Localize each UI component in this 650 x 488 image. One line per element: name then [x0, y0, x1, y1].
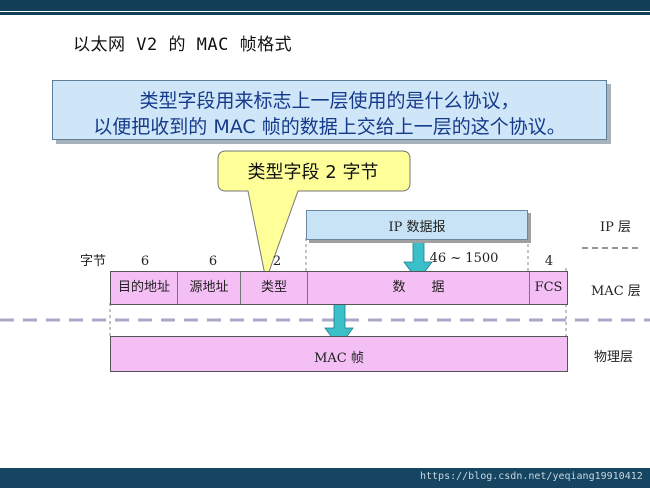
field-data: 数 据 [308, 272, 530, 304]
field-dest-address: 目的地址 [111, 272, 178, 304]
info-box: 类型字段用来标志上一层使用的是什么协议， 以便把收到的 MAC 帧的数据上交给上… [52, 80, 607, 140]
mac-frame-label: MAC 帧 [314, 351, 364, 366]
layer-label-mac: MAC 层 [591, 284, 641, 299]
header-bar-thin [0, 12, 650, 15]
mac-frame-box [110, 336, 568, 372]
layer-label-ip: IP 层 [600, 220, 632, 235]
size-src: 6 [208, 254, 218, 269]
layer-label-physical: 物理层 [594, 350, 634, 365]
info-line-1: 类型字段用来标志上一层使用的是什么协议， [139, 90, 520, 112]
field-type: 类型 [241, 272, 308, 304]
diagram-graphics [0, 150, 650, 348]
size-type: 2 [272, 254, 282, 269]
size-dest: 6 [140, 254, 150, 269]
ip-datagram-box [306, 210, 528, 240]
ip-datagram-label: IP 数据报 [388, 220, 446, 235]
field-fcs: FCS [534, 280, 563, 295]
callout-text: 类型字段 2 字节 [247, 162, 379, 183]
size-data: 46 ~ 1500 [429, 251, 499, 266]
slide-title: 以太网 V2 的 MAC 帧格式 [73, 35, 293, 55]
watermark-text: https://blog.csdn.net/yeqiang19910412 [420, 471, 643, 482]
header-bar [0, 0, 650, 11]
bytes-unit-label: 字节 [80, 254, 107, 269]
footer-bar [0, 468, 650, 488]
callout-bubble [217, 150, 411, 282]
field-src-address: 源地址 [178, 272, 241, 304]
size-fcs: 4 [544, 254, 554, 269]
mac-frame-fields: 目的地址 源地址 类型 数 据 FCS [110, 271, 568, 305]
info-line-2: 以便把收到的 MAC 帧的数据上交给上一层的这个协议。 [93, 116, 566, 138]
